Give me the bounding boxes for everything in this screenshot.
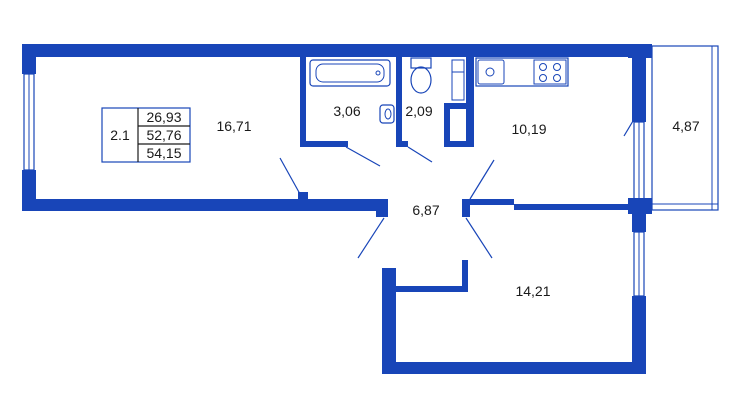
ventilation-shaft — [451, 59, 465, 101]
wall-toilet-bottom — [396, 141, 408, 147]
apartment-type: 2.1 — [110, 127, 130, 143]
toilet-icon — [410, 57, 432, 94]
kitchen-counter-icon — [475, 57, 569, 87]
living-area-value: 26,93 — [146, 109, 181, 125]
wall-kitchen-bottom — [468, 199, 514, 205]
hallway-area: 6,87 — [412, 202, 439, 218]
wall-right-kitchen — [632, 44, 646, 122]
bathroom-area: 3,06 — [333, 103, 360, 119]
wall-hall-right — [462, 199, 470, 217]
apartment-info-box: 2.1 26,93 52,76 54,15 — [101, 107, 191, 163]
wall-left-upper — [22, 44, 36, 74]
wall-top — [22, 44, 634, 57]
total-area-value: 52,76 — [146, 127, 181, 143]
wall-bath-left — [300, 57, 306, 147]
window-kitchen — [633, 121, 645, 203]
door-swings — [279, 105, 643, 259]
wall-bedroom-left — [382, 268, 396, 374]
wall-living-bottom — [22, 199, 388, 211]
wall-bath-toilet — [396, 57, 402, 147]
wall-toilet-right — [466, 57, 474, 147]
wall-bedroom-bottom — [382, 362, 646, 374]
wall-bath-bottom — [300, 141, 348, 147]
wall-right-lower — [632, 296, 646, 374]
wall-right-mid — [628, 198, 652, 214]
wall-bedroom-top — [514, 204, 632, 210]
kitchen-area: 10,19 — [511, 121, 546, 137]
wall-hall-left — [376, 199, 388, 217]
total-area-balcony-value: 54,15 — [146, 145, 181, 161]
window-left — [23, 73, 35, 171]
wall-shaft-left — [444, 103, 450, 147]
bathtub-icon — [309, 59, 391, 87]
window-bedroom — [633, 231, 645, 297]
toilet-area: 2,09 — [405, 103, 432, 119]
wall-right-bedroom — [632, 214, 646, 232]
washbasin-icon — [379, 104, 395, 124]
wall-bedroom-notch — [382, 286, 468, 292]
bedroom-area: 14,21 — [515, 283, 550, 299]
wall-living-corner — [298, 192, 308, 202]
balcony-area: 4,87 — [672, 118, 699, 134]
wall-shaft — [444, 103, 474, 109]
balcony — [651, 45, 719, 211]
wall-shaft-bottom — [444, 141, 474, 147]
wall-bedroom-notch-v — [462, 260, 468, 292]
living-room-area: 16,71 — [216, 118, 251, 134]
